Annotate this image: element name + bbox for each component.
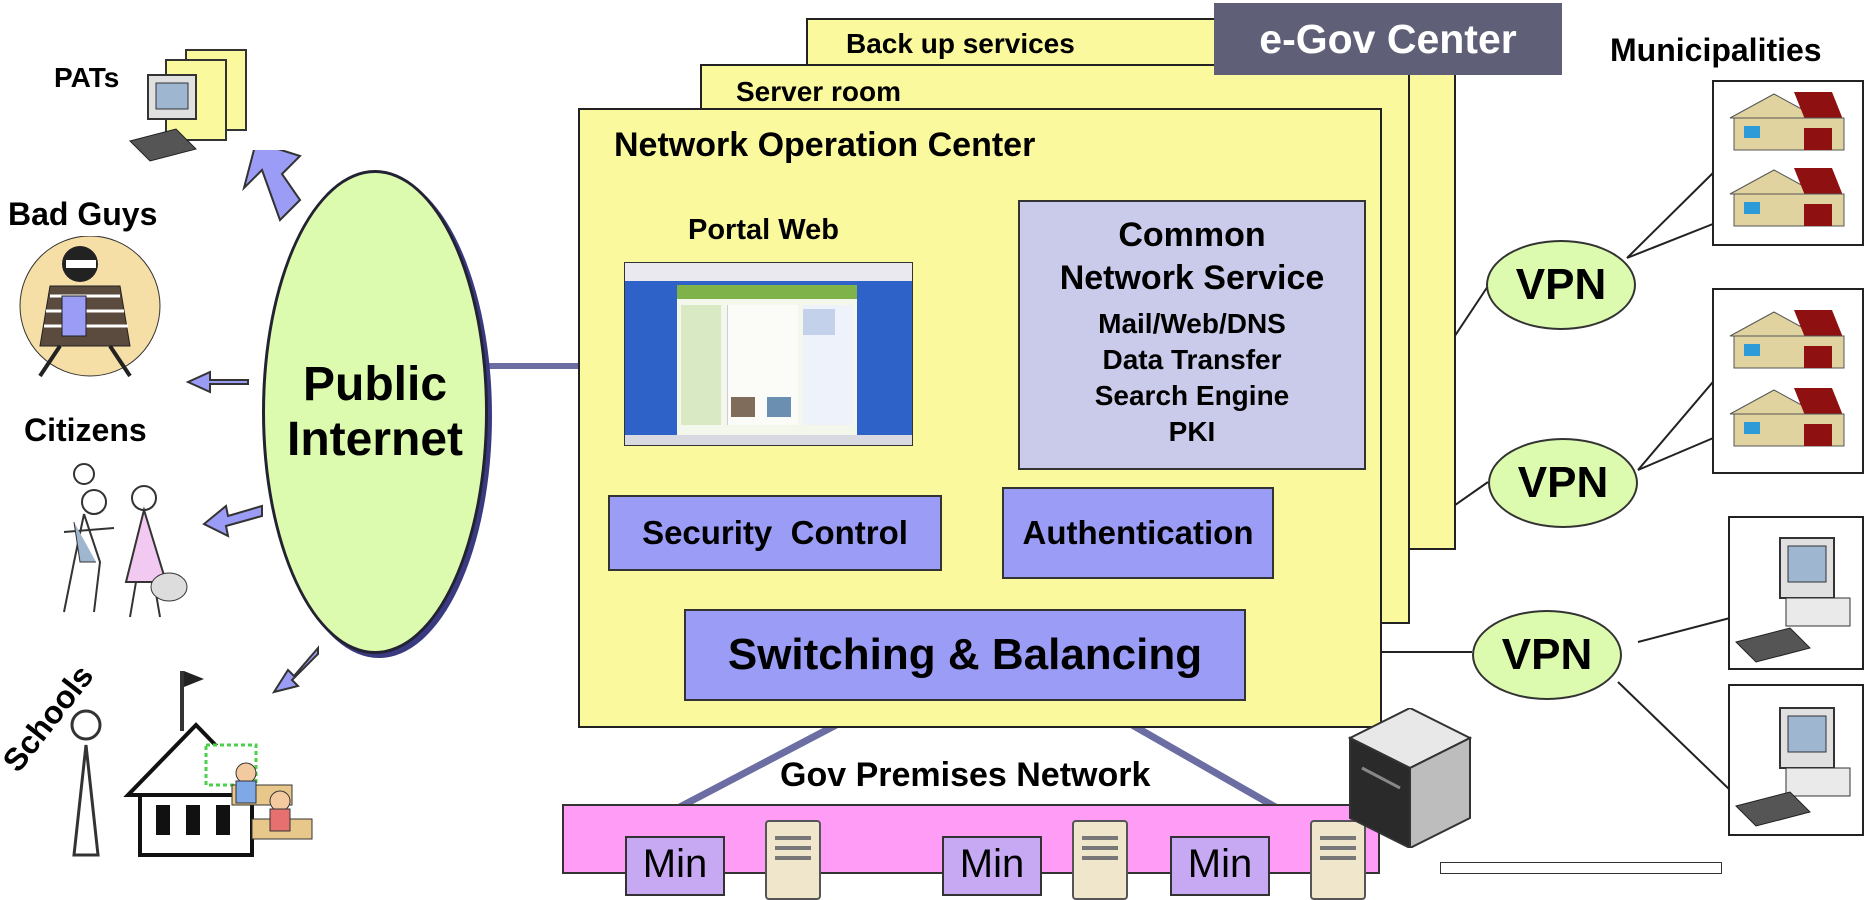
municipality-computer-1 [1728,516,1864,670]
authentication-label: Authentication [1022,514,1254,551]
pats-computer-icon [129,49,247,162]
arrow-to-citizens [202,504,263,538]
citizens-label: Citizens [24,412,147,448]
ministry-box: Min [625,836,725,896]
computer-icon [1735,707,1851,827]
switching-balancing-label: Switching & Balancing [727,630,1203,679]
municipality-houses-icon [1729,92,1845,227]
ministry-server-icon [1072,820,1128,900]
public-internet-ellipse: Public Internet [262,170,488,654]
municipality-houses-icon [1729,310,1845,447]
egov-center-title-text: e-Gov Center [1259,15,1517,62]
noc-label: Network Operation Center [614,126,1036,164]
data-server-icon [1347,708,1473,848]
ministry-box: Min [942,836,1042,896]
ministry-box: Min [1170,836,1270,896]
bottom-right-box [1440,862,1722,874]
vpn-label: VPN [1517,458,1609,507]
vpn-node: VPN [1472,610,1622,700]
pats-label: PATs [54,62,120,93]
school-illustration [70,671,313,857]
common-service-title-2: Network Service [1059,259,1325,297]
municipality-computer-2 [1728,684,1864,836]
common-service-item: PKI [1168,416,1216,447]
municipality-group-1 [1712,80,1864,246]
arrow-to-pats [242,150,302,222]
vpn-node: VPN [1488,438,1638,528]
portal-web-label: Portal Web [688,214,839,246]
arrow-to-schools [271,645,319,694]
common-service-title-1: Common [1118,216,1266,254]
authentication-box: Authentication [1002,487,1274,579]
common-service-item: Search Engine [1094,380,1290,411]
switching-balancing-box: Switching & Balancing [684,609,1246,701]
server-room-label: Server room [736,76,901,107]
municipality-group-2 [1712,288,1864,474]
common-service-item: Data Transfer [1102,344,1282,375]
egov-center-title: e-Gov Center [1214,3,1562,75]
portal-menu-bar [625,263,912,281]
municipalities-label: Municipalities [1610,32,1822,68]
public-internet-line1: Public [302,358,448,411]
computer-icon [1735,537,1851,663]
common-network-service-box: Common Network Service Mail/Web/DNS Data… [1018,200,1366,470]
backup-services-label: Back up services [846,28,1075,59]
gov-premises-label: Gov Premises Network [780,756,1151,794]
vpn-label: VPN [1515,260,1607,309]
security-control-label: Security Control [642,514,908,551]
vpn-node: VPN [1486,240,1636,330]
arrow-to-bad-guys [185,370,249,394]
security-control-box: Security Control [608,495,942,571]
portal-screenshot [624,262,913,446]
bad-guy-illustration [19,236,161,378]
common-service-item: Mail/Web/DNS [1098,308,1286,339]
vpn-label: VPN [1501,630,1593,679]
citizens-illustration [63,463,188,618]
internet-arrows [185,150,319,694]
bad-guys-label: Bad Guys [8,196,158,232]
ministry-server-icon [765,820,821,900]
public-internet-line2: Internet [286,413,463,466]
portal-page-content [677,285,857,435]
